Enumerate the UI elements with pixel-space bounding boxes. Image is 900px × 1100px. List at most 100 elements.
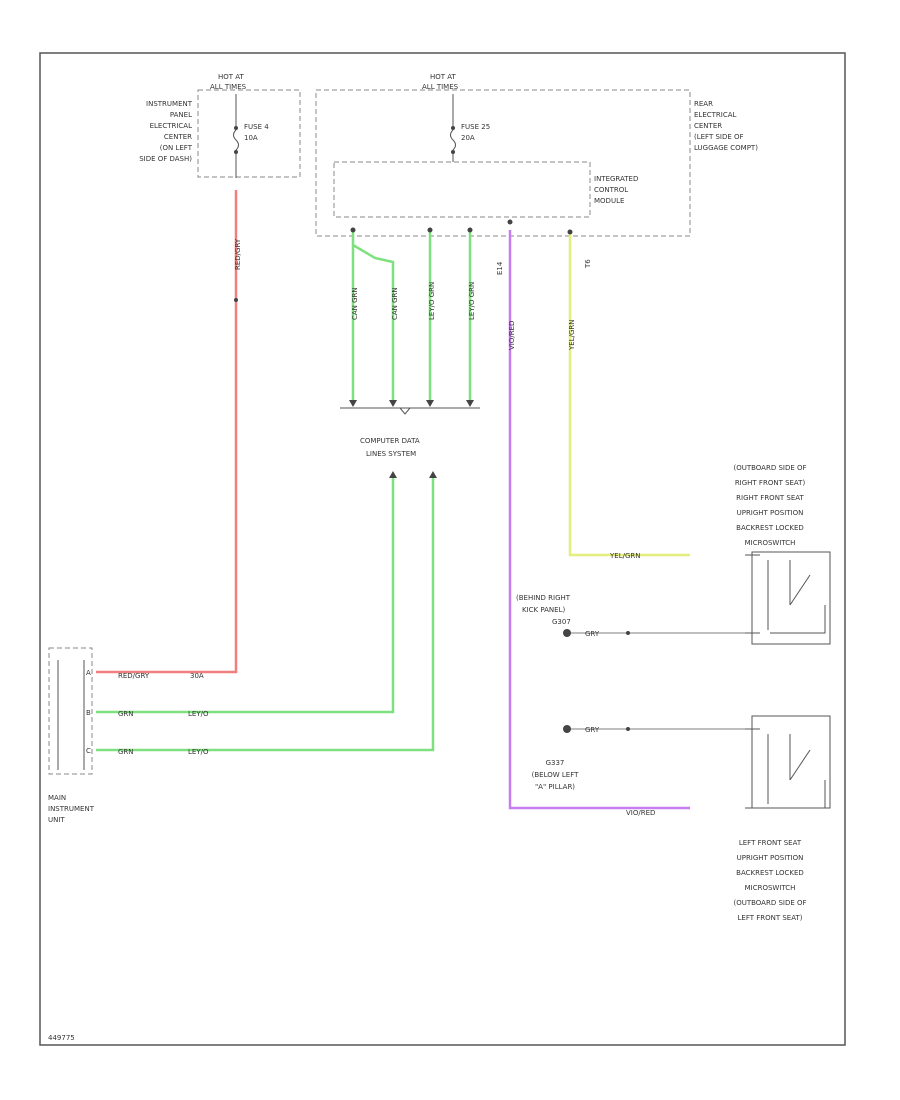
computer-data-label-1: COMPUTER DATA <box>360 437 420 445</box>
pin-a-label: A <box>86 669 91 677</box>
svg-text:ELECTRICAL: ELECTRICAL <box>150 122 193 130</box>
bus-wire-label-1: CAN GRN <box>351 287 359 320</box>
ground-left-label: G337 (BELOW LEFT "A" PILLAR) <box>532 759 579 791</box>
yellow-green-wire <box>568 232 690 557</box>
svg-text:MODULE: MODULE <box>594 197 624 205</box>
svg-text:ELECTRICAL: ELECTRICAL <box>694 111 737 119</box>
red-gray-wire <box>96 190 238 674</box>
module-pins <box>350 219 573 235</box>
left-switch-label: LEFT FRONT SEAT UPRIGHT POSITION BACKRES… <box>733 839 806 922</box>
pin-e14-label: E14 <box>496 261 504 275</box>
ground-right-splice <box>626 631 630 635</box>
svg-text:UNIT: UNIT <box>48 816 65 824</box>
rear-electrical-center-box <box>315 89 691 237</box>
fuse-4-label: FUSE 4 <box>244 123 269 131</box>
svg-text:RIGHT FRONT SEAT: RIGHT FRONT SEAT <box>736 494 804 502</box>
svg-text:G337: G337 <box>546 759 565 767</box>
main-instrument-unit-box <box>48 647 93 775</box>
svg-text:(BEHIND RIGHT: (BEHIND RIGHT <box>516 594 571 602</box>
yellow-wire-horizontal-label: YEL/GRN <box>609 552 640 560</box>
svg-text:MICROSWITCH: MICROSWITCH <box>745 884 796 892</box>
ground-left-splice <box>626 727 630 731</box>
fuse-25-rating: 20A <box>461 134 475 142</box>
svg-text:(ON LEFT: (ON LEFT <box>160 144 193 152</box>
red-wire-horizontal-label: RED/GRY <box>118 672 150 680</box>
violet-red-wire <box>508 230 690 810</box>
svg-text:UPRIGHT POSITION: UPRIGHT POSITION <box>737 854 804 862</box>
svg-text:KICK PANEL): KICK PANEL) <box>522 606 565 614</box>
integrated-control-module-box <box>333 161 591 218</box>
svg-text:INTEGRATED: INTEGRATED <box>594 175 638 183</box>
svg-text:"A" PILLAR): "A" PILLAR) <box>535 783 575 791</box>
ground-right-symbol <box>563 629 571 637</box>
instrument-panel-electrical-center-box <box>197 89 301 178</box>
ground-right-label: (BEHIND RIGHT KICK PANEL) G307 <box>516 594 571 626</box>
svg-text:MAIN: MAIN <box>48 794 66 802</box>
bus-wire-label-4: LEY/O GRN <box>468 282 476 320</box>
green-wire-1-circuit-label: LEY/O <box>188 710 209 718</box>
fuse-25-label: FUSE 25 <box>461 123 490 131</box>
svg-text:PANEL: PANEL <box>170 111 192 119</box>
svg-text:MICROSWITCH: MICROSWITCH <box>745 539 796 547</box>
pin-c-label: C <box>86 747 91 755</box>
ground-left-symbol <box>563 725 571 733</box>
can-bus-wire-2 <box>352 243 395 400</box>
svg-text:G307: G307 <box>552 618 571 626</box>
yellow-wire-vertical-label: YEL/GRN <box>568 320 576 351</box>
fuse-4-symbol <box>233 94 239 178</box>
green-wire-to-unit-c <box>96 478 435 752</box>
fuse-4-rating: 10A <box>244 134 258 142</box>
svg-text:RIGHT FRONT SEAT): RIGHT FRONT SEAT) <box>735 479 806 487</box>
bus-bracket <box>340 407 480 415</box>
figure-id: 449775 <box>48 1034 75 1042</box>
red-wire-circuit-label: 30A <box>190 672 204 680</box>
svg-text:CENTER: CENTER <box>164 133 192 141</box>
integrated-control-module-label: INTEGRATED CONTROL MODULE <box>594 175 638 205</box>
instrument-unit-pins <box>57 660 85 770</box>
svg-text:LEFT FRONT SEAT: LEFT FRONT SEAT <box>739 839 802 847</box>
svg-text:LEFT FRONT SEAT): LEFT FRONT SEAT) <box>738 914 803 922</box>
pin-t6-label: T6 <box>584 259 592 269</box>
svg-text:INSTRUMENT: INSTRUMENT <box>146 100 193 108</box>
instrument-panel-center-label: INSTRUMENT PANEL ELECTRICAL CENTER (ON L… <box>139 100 193 163</box>
bus-wire-label-3: LEY/O GRN <box>428 282 436 320</box>
bus-wire-label-2: CAN GRN <box>391 287 399 320</box>
svg-text:LUGGAGE COMPT): LUGGAGE COMPT) <box>694 144 758 152</box>
svg-text:BACKREST LOCKED: BACKREST LOCKED <box>736 524 804 532</box>
svg-text:(OUTBOARD SIDE OF: (OUTBOARD SIDE OF <box>733 899 806 907</box>
hot-at-left-label-2: ALL TIMES <box>210 83 247 91</box>
left-front-seat-microswitch-box <box>751 715 831 809</box>
green-wire-1-label: GRN <box>118 710 134 718</box>
violet-wire-horizontal-label: VIO/RED <box>626 809 655 817</box>
hot-at-right-label-2: ALL TIMES <box>422 83 459 91</box>
svg-text:REAR: REAR <box>694 100 713 108</box>
right-switch-gray-label: GRY <box>585 630 600 638</box>
fuse-25-symbol <box>450 94 456 162</box>
green-wire-to-unit-b <box>96 478 395 714</box>
green-wire-2-label: GRN <box>118 748 134 756</box>
main-instrument-unit-label: MAIN INSTRUMENT UNIT <box>48 794 95 824</box>
red-wire-vertical-label: RED/GRY <box>234 238 242 270</box>
svg-text:BACKREST LOCKED: BACKREST LOCKED <box>736 869 804 877</box>
svg-text:SIDE OF DASH): SIDE OF DASH) <box>139 155 192 163</box>
svg-text:INSTRUMENT: INSTRUMENT <box>48 805 95 813</box>
diagram-frame <box>39 52 846 1046</box>
right-front-seat-microswitch-box <box>751 551 831 645</box>
right-switch-contacts <box>745 554 826 634</box>
rear-electrical-center-label: REAR ELECTRICAL CENTER (LEFT SIDE OF LUG… <box>694 100 758 152</box>
svg-text:(LEFT SIDE OF: (LEFT SIDE OF <box>694 133 744 141</box>
left-switch-gray-label: GRY <box>585 726 600 734</box>
right-switch-label: (OUTBOARD SIDE OF RIGHT FRONT SEAT) RIGH… <box>733 464 806 547</box>
svg-text:CENTER: CENTER <box>694 122 722 130</box>
green-wire-2-circuit-label: LEY/O <box>188 748 209 756</box>
svg-text:(OUTBOARD SIDE OF: (OUTBOARD SIDE OF <box>733 464 806 472</box>
hot-at-right-label-1: HOT AT <box>430 73 457 81</box>
violet-wire-label: VIO/RED <box>508 321 516 350</box>
red-wire-splice <box>234 298 238 302</box>
svg-text:(BELOW LEFT: (BELOW LEFT <box>532 771 579 779</box>
hot-at-left-label-1: HOT AT <box>218 73 245 81</box>
left-switch-contacts <box>745 728 826 809</box>
pin-b-label: B <box>86 709 91 717</box>
computer-data-label-2: LINES SYSTEM <box>366 450 416 458</box>
